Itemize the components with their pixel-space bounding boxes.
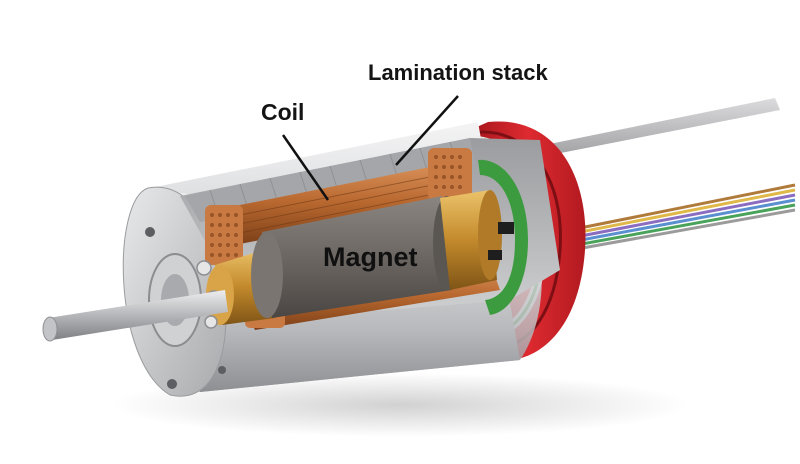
lamination-stack-label: Lamination stack bbox=[368, 60, 548, 85]
coil-label: Coil bbox=[261, 99, 305, 125]
magnet-label: Magnet bbox=[323, 242, 418, 272]
